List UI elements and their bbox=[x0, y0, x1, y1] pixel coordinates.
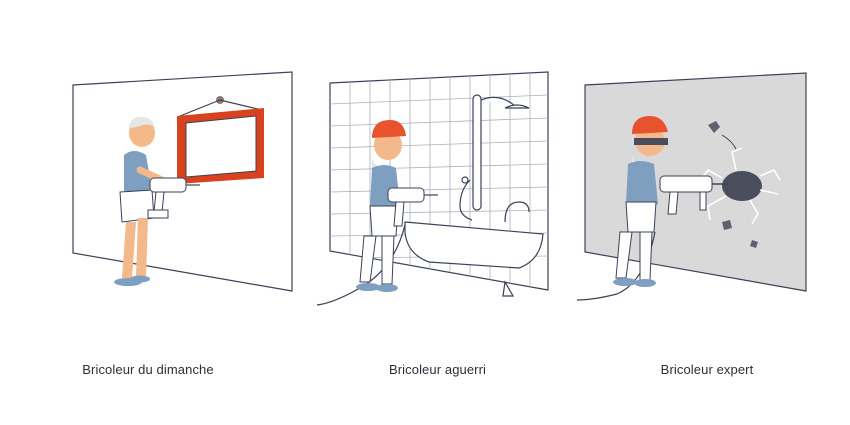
bathtub-icon bbox=[404, 201, 544, 297]
drill-icon bbox=[659, 175, 730, 215]
wall-hole-icon bbox=[701, 147, 781, 225]
experienced-diyer-illustration bbox=[316, 71, 549, 306]
panel-sunday-diyer: Bricoleur du dimanche bbox=[0, 0, 300, 425]
panel-experienced-diyer: Bricoleur aguerri bbox=[295, 0, 575, 425]
helmet-icon bbox=[372, 120, 406, 138]
expert-diyer-illustration bbox=[576, 72, 807, 301]
drill-icon bbox=[147, 177, 200, 219]
goggles-icon bbox=[634, 138, 668, 145]
caption-expert-diyer: Bricoleur expert bbox=[660, 362, 754, 377]
panel-expert-diyer: Bricoleur expert bbox=[565, 0, 850, 425]
caption-experienced-diyer: Bricoleur aguerri bbox=[388, 362, 487, 377]
debris-icon bbox=[708, 121, 720, 133]
sunday-diyer-illustration bbox=[72, 71, 293, 292]
shower-icon bbox=[459, 94, 530, 221]
helmet-icon bbox=[632, 116, 668, 134]
person bbox=[613, 116, 668, 287]
debris-icon bbox=[722, 220, 732, 230]
person bbox=[356, 120, 406, 292]
caption-sunday-diyer: Bricoleur du dimanche bbox=[82, 362, 214, 377]
debris-icon bbox=[750, 240, 758, 248]
drill-icon bbox=[387, 187, 438, 227]
